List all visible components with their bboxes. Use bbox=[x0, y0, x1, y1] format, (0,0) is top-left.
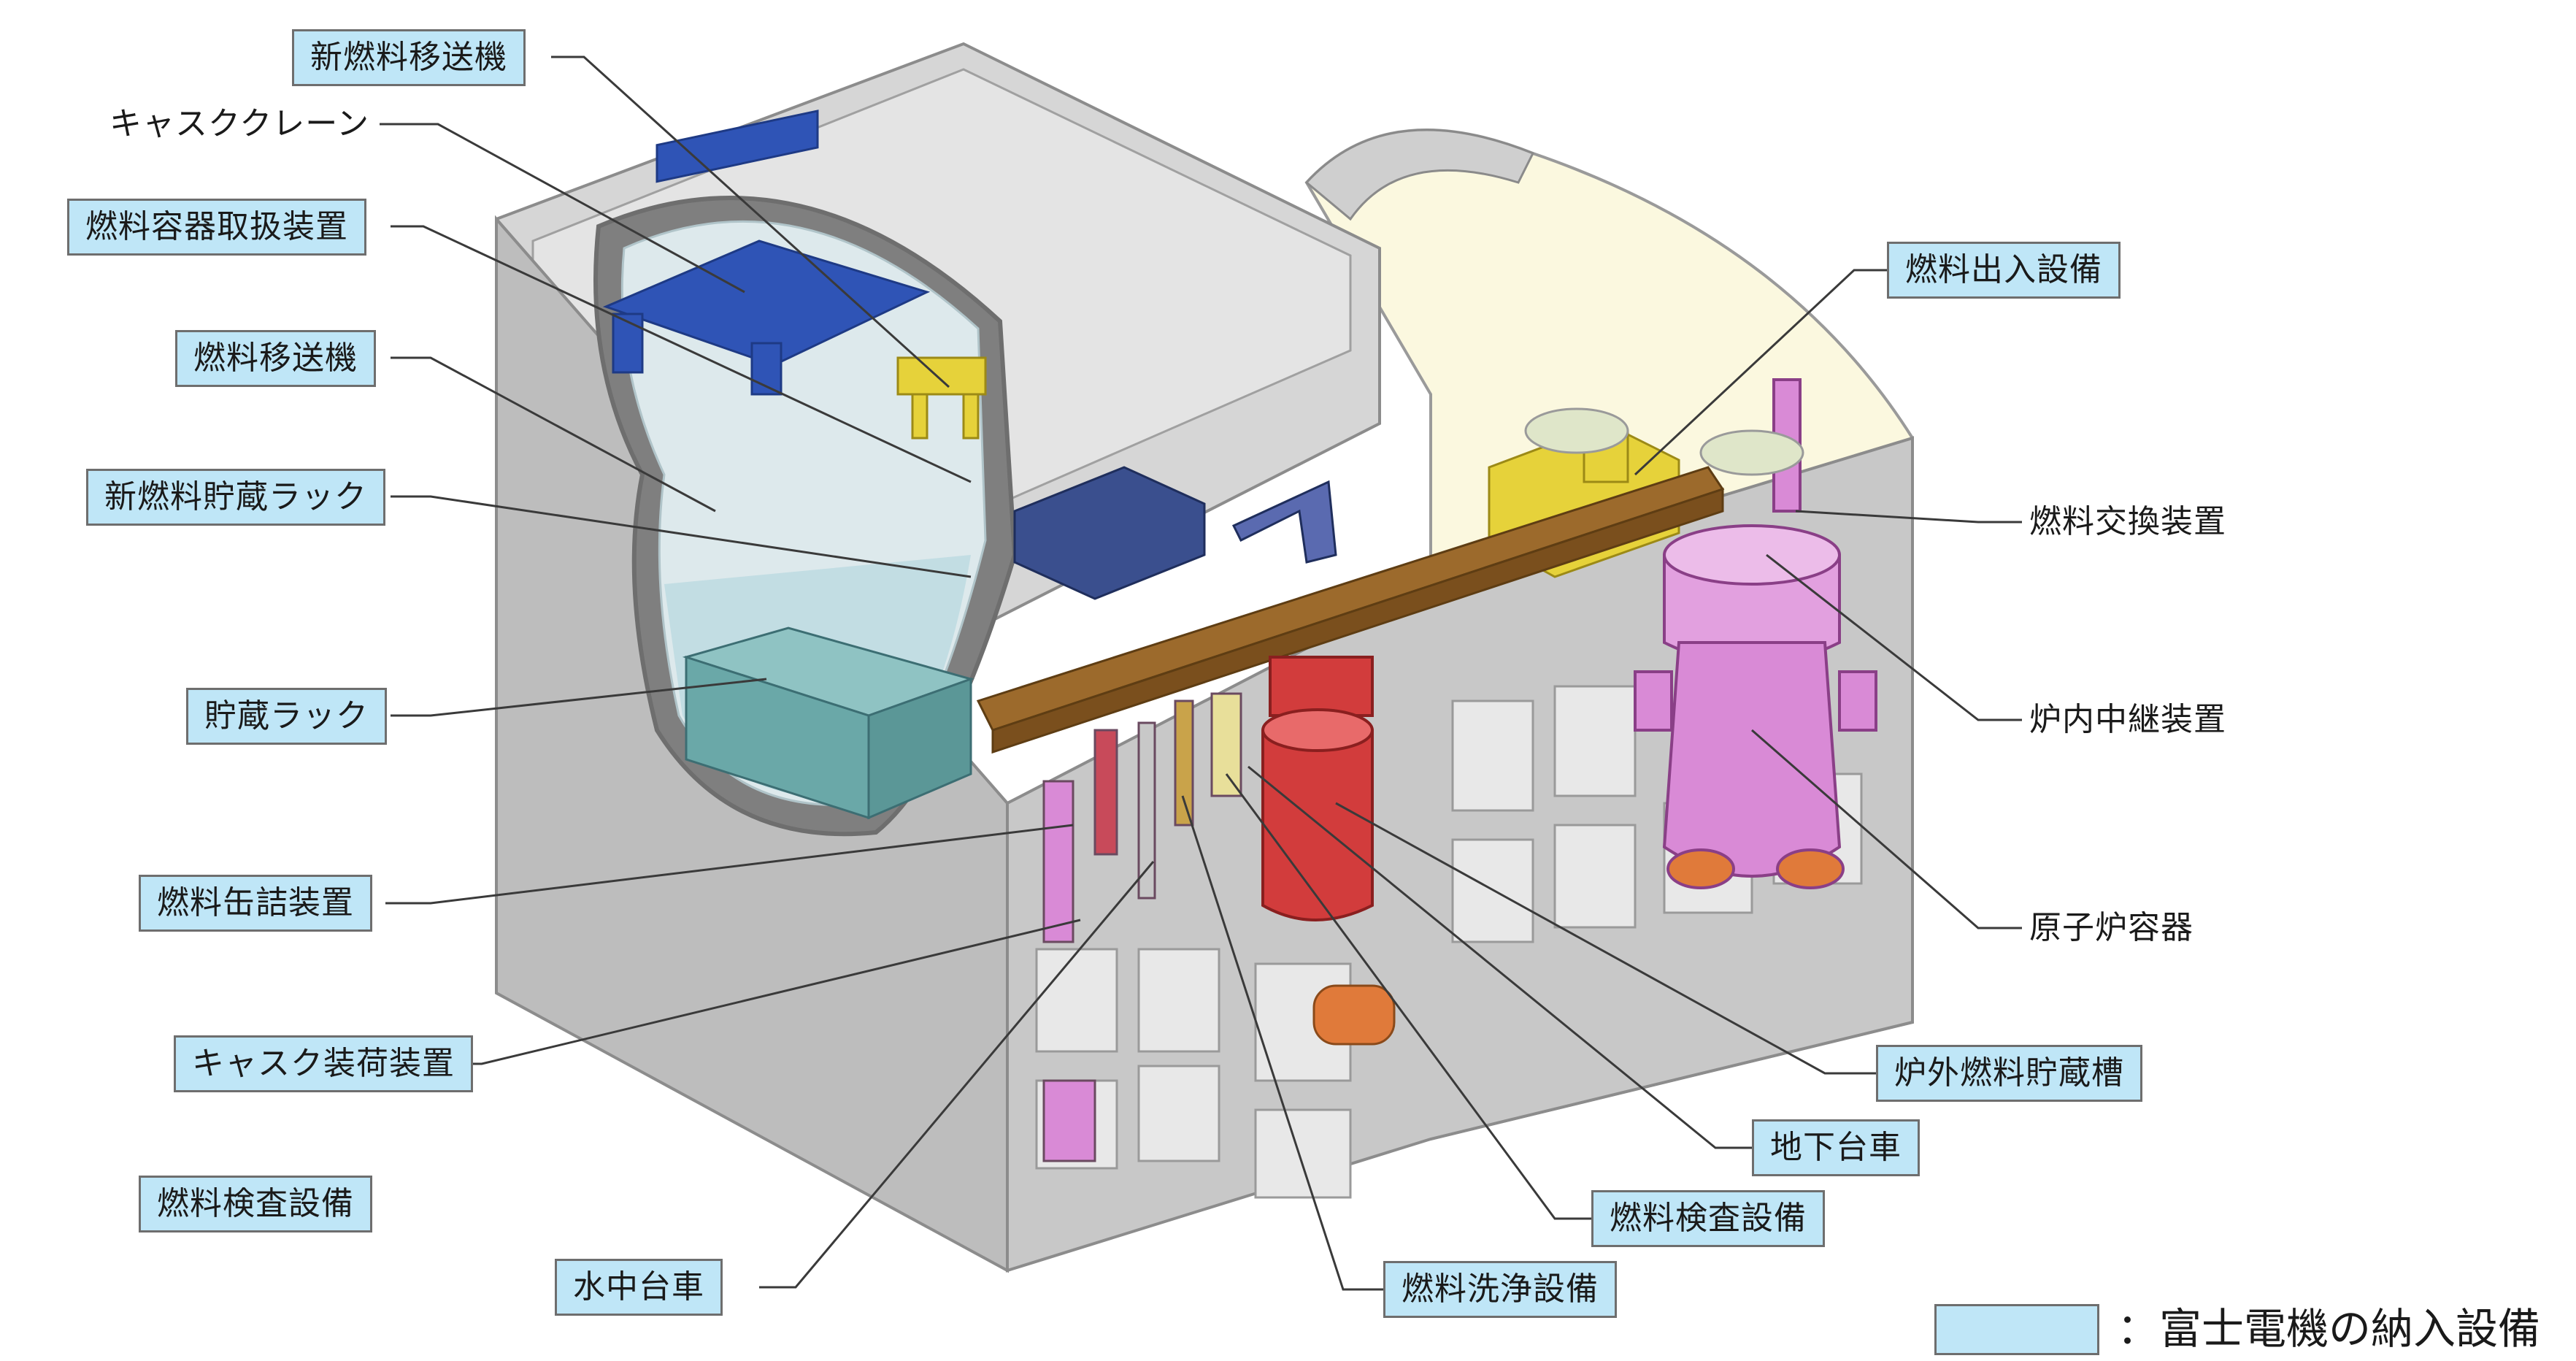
dome-wall-edge bbox=[1304, 129, 1535, 221]
label-fuel-inspection-left: 燃料検査設備 bbox=[139, 1176, 372, 1232]
label-exvessel-storage: 炉外燃料貯蔵槽 bbox=[1876, 1045, 2142, 1102]
label-invessel-relay: 炉内中継装置 bbox=[2029, 701, 2226, 738]
leader-lines bbox=[380, 55, 2022, 1291]
label-fuel-inout: 燃料出入設備 bbox=[1887, 242, 2121, 299]
legend-text: ：富士電機の納入設備 bbox=[2117, 1304, 2541, 1354]
label-reactor-vessel: 原子炉容器 bbox=[2029, 909, 2194, 946]
label-fuel-inspection-bottom: 燃料検査設備 bbox=[1591, 1190, 1825, 1247]
exvessel-tank-illustration bbox=[1261, 656, 1374, 921]
label-new-fuel-rack: 新燃料貯蔵ラック bbox=[86, 469, 385, 526]
cask-crane-illustration bbox=[602, 110, 931, 396]
label-fuel-canning: 燃料缶詰装置 bbox=[139, 875, 372, 932]
label-cask-loading: キャスク装荷装置 bbox=[174, 1035, 473, 1092]
floor-plug-2 bbox=[1699, 429, 1804, 476]
floor-plug-1 bbox=[1524, 407, 1629, 454]
orange-tank bbox=[1312, 984, 1396, 1046]
vertical-equipment bbox=[1042, 692, 1242, 1162]
reactor-vessel-illustration bbox=[1634, 378, 1877, 889]
label-underground-cart: 地下台車 bbox=[1752, 1119, 1920, 1176]
label-cask-crane: キャスククレーン bbox=[109, 105, 370, 142]
label-new-fuel-transfer: 新燃料移送機 bbox=[292, 29, 526, 86]
label-fuel-transfer: 燃料移送機 bbox=[175, 330, 376, 387]
transfer-rail bbox=[976, 466, 1725, 754]
label-storage-rack: 貯蔵ラック bbox=[186, 688, 387, 745]
storage-rack-grid bbox=[682, 626, 974, 820]
handling-equipment bbox=[1013, 466, 1337, 600]
label-fuel-container-handling: 燃料容器取扱装置 bbox=[67, 199, 366, 256]
label-refueling-machine: 燃料交換装置 bbox=[2029, 503, 2226, 540]
label-fuel-washing: 燃料洗浄設備 bbox=[1383, 1261, 1617, 1318]
label-underwater-cart: 水中台車 bbox=[555, 1259, 723, 1316]
legend-swatch bbox=[1934, 1304, 2099, 1355]
